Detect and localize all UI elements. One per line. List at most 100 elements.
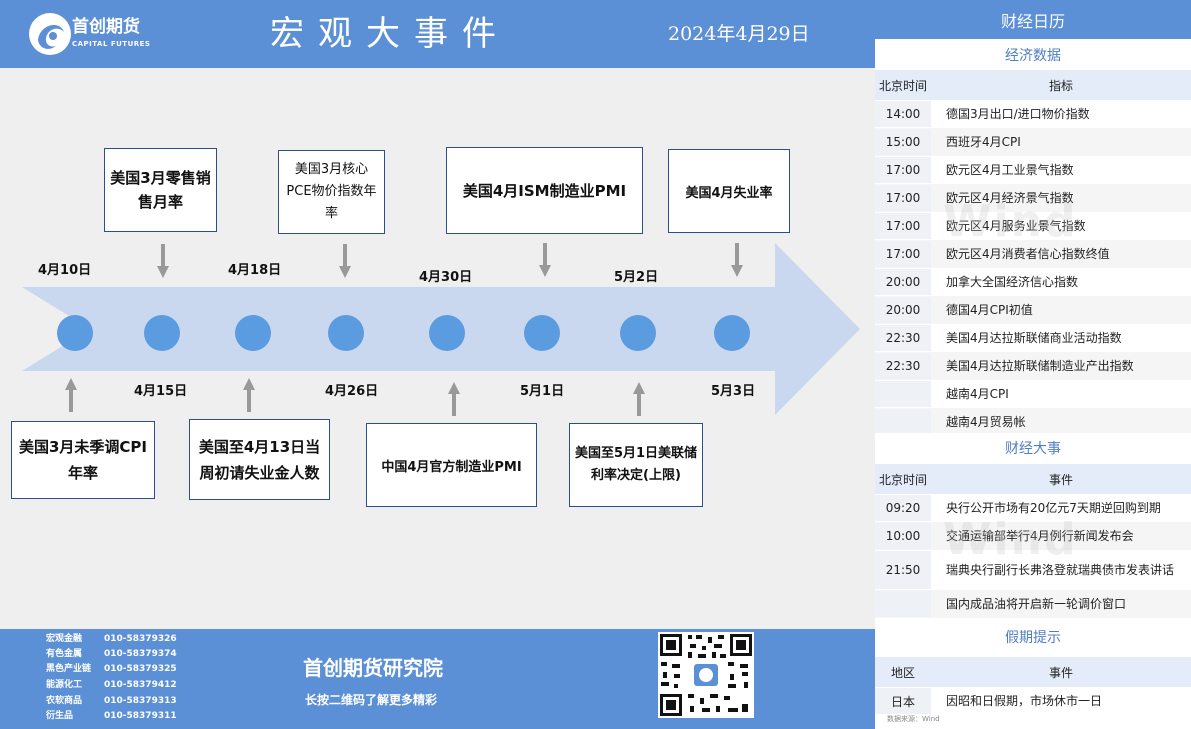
timeline-date: 4月18日 xyxy=(228,263,282,278)
row-item: 越南4月贸易帐 xyxy=(946,414,1026,429)
table-row: 10:00 交通运输部举行4月例行新闻发布会 xyxy=(875,522,1191,550)
row-item: 国内成品油将开启新一轮调价窗口 xyxy=(946,596,1127,611)
table-row: 09:20 央行公开市场有20亿元7天期逆回购到期 xyxy=(875,494,1191,522)
econ-section-title: 经济数据 xyxy=(875,40,1191,70)
row-time: 09:20 xyxy=(875,495,931,521)
timeline-date: 4月26日 xyxy=(325,384,379,399)
arrow-down-icon xyxy=(731,243,743,277)
table-row: 17:00 欧元区4月消费者信心指数终值 xyxy=(875,240,1191,268)
row-item: 央行公开市场有20亿元7天期逆回购到期 xyxy=(946,500,1161,515)
row-time: 15:00 xyxy=(875,129,931,155)
col-time: 北京时间 xyxy=(878,78,927,93)
col-region: 地区 xyxy=(890,665,915,680)
table-row: 17:00 欧元区4月服务业景气指数 xyxy=(875,212,1191,240)
row-time: 14:00 xyxy=(875,101,931,127)
contact-label: 农软商品 xyxy=(46,696,83,706)
row-item: 瑞典央行副行长弗洛登就瑞典债市发表讲话 xyxy=(946,562,1175,577)
contact-phone: 010-58379311 xyxy=(104,711,177,721)
row-item: 美国4月达拉斯联储商业活动指数 xyxy=(946,330,1122,345)
timeline-date: 5月3日 xyxy=(711,384,756,399)
header-bar: 首创期货 CAPITAL FUTURES 宏观大事件 2024年4月29日 xyxy=(0,0,875,68)
contact-phone: 010-58379326 xyxy=(104,634,177,644)
timeline-arrow xyxy=(22,243,860,415)
event-box: 美国至5月1日美联储利率决定(上限) xyxy=(569,423,703,507)
event-box: 美国3月零售销售月率 xyxy=(104,148,217,232)
arrow-up-icon xyxy=(65,378,77,412)
row-time xyxy=(875,409,931,435)
event-box: 美国3月未季调CPI年率 xyxy=(11,421,155,499)
events-table-header: 北京时间 事件 xyxy=(875,464,1191,494)
timeline-date: 4月10日 xyxy=(38,263,92,278)
table-row: 越南4月CPI xyxy=(875,380,1191,408)
table-row: 22:30 美国4月达拉斯联储制造业产出指数 xyxy=(875,352,1191,380)
row-item: 德国3月出口/进口物价指数 xyxy=(946,106,1090,121)
row-time: 20:00 xyxy=(875,269,931,295)
calendar-title: 财经日历 xyxy=(875,0,1191,39)
table-row: 21:50 瑞典央行副行长弗洛登就瑞典债市发表讲话 xyxy=(875,550,1191,590)
event-box: 中国4月官方制造业PMI xyxy=(366,423,537,507)
row-item: 越南4月CPI xyxy=(946,386,1009,401)
row-item: 美国4月达拉斯联储制造业产出指数 xyxy=(946,358,1134,373)
row-time: 17:00 xyxy=(875,241,931,267)
timeline-date: 4月30日 xyxy=(419,270,473,285)
timeline-node xyxy=(235,315,271,351)
event-box: 美国3月核心PCE物价指数年率 xyxy=(278,150,385,234)
contact-label: 能源化工 xyxy=(46,680,83,690)
table-row: 日本因昭和日假期，市场休市一日 xyxy=(875,687,1191,715)
table-row: 14:00 德国3月出口/进口物价指数 xyxy=(875,100,1191,128)
arrow-up-icon xyxy=(448,382,460,416)
arrow-down-icon xyxy=(339,244,351,278)
event-box: 美国4月失业率 xyxy=(668,149,790,233)
row-item: 交通运输部举行4月例行新闻发布会 xyxy=(946,528,1134,543)
timeline-node xyxy=(620,315,656,351)
row-item: 欧元区4月服务业景气指数 xyxy=(946,218,1086,233)
contact-phone: 010-58379313 xyxy=(104,696,177,706)
timeline-date: 5月1日 xyxy=(520,384,565,399)
row-time xyxy=(875,381,931,407)
logo-subtitle: CAPITAL FUTURES xyxy=(72,40,151,48)
qr-code-icon[interactable] xyxy=(658,632,754,718)
contact-label: 衍生品 xyxy=(46,711,74,721)
col-item: 事件 xyxy=(1048,472,1073,487)
row-time: 17:00 xyxy=(875,213,931,239)
arrow-up-icon xyxy=(633,382,645,416)
arrow-down-icon xyxy=(539,243,551,277)
timeline-node xyxy=(144,315,180,351)
main-panel: 首创期货 CAPITAL FUTURES 宏观大事件 2024年4月29日 4月… xyxy=(0,0,875,729)
row-item: 欧元区4月工业景气指数 xyxy=(946,162,1074,177)
row-time: 22:30 xyxy=(875,353,931,379)
row-time: 21:50 xyxy=(875,551,931,589)
institute-name: 首创期货研究院 xyxy=(303,656,443,680)
row-item: 德国4月CPI初值 xyxy=(946,302,1033,317)
timeline-date: 5月2日 xyxy=(614,270,659,285)
event-box: 美国4月ISM制造业PMI xyxy=(446,147,643,234)
holiday-table-header: 地区 事件 xyxy=(875,657,1191,687)
col-item: 指标 xyxy=(1048,78,1073,93)
row-item: 欧元区4月消费者信心指数终值 xyxy=(946,246,1110,261)
row-region: 日本 xyxy=(875,688,931,714)
col-item: 事件 xyxy=(1048,665,1073,680)
contact-label: 有色金属 xyxy=(46,649,83,659)
row-item: 因昭和日假期，市场休市一日 xyxy=(946,693,1103,708)
table-row: 国内成品油将开启新一轮调价窗口 xyxy=(875,590,1191,618)
row-time: 10:00 xyxy=(875,523,931,549)
timeline-date: 4月15日 xyxy=(134,384,188,399)
row-time xyxy=(875,591,931,617)
qr-tagline: 长按二维码了解更多精彩 xyxy=(305,693,438,707)
events-section-title: 财经大事 xyxy=(875,433,1191,463)
col-time: 北京时间 xyxy=(878,472,927,487)
watermark: Wind xyxy=(943,514,1078,565)
data-source: 数据来源：Wind xyxy=(887,715,940,723)
arrow-down-icon xyxy=(157,244,169,278)
arrow-up-icon xyxy=(243,378,255,412)
calendar-panel: 财经日历 经济数据 北京时间 指标 14:00 德国3月出口/进口物价指数 15:0… xyxy=(875,0,1191,729)
table-row: 越南4月贸易帐 xyxy=(875,408,1191,436)
timeline-node xyxy=(524,315,560,351)
holiday-section-title: 假期提示 xyxy=(875,622,1191,652)
econ-table-header: 北京时间 指标 xyxy=(875,70,1191,100)
contact-phone: 010-58379412 xyxy=(104,680,177,690)
